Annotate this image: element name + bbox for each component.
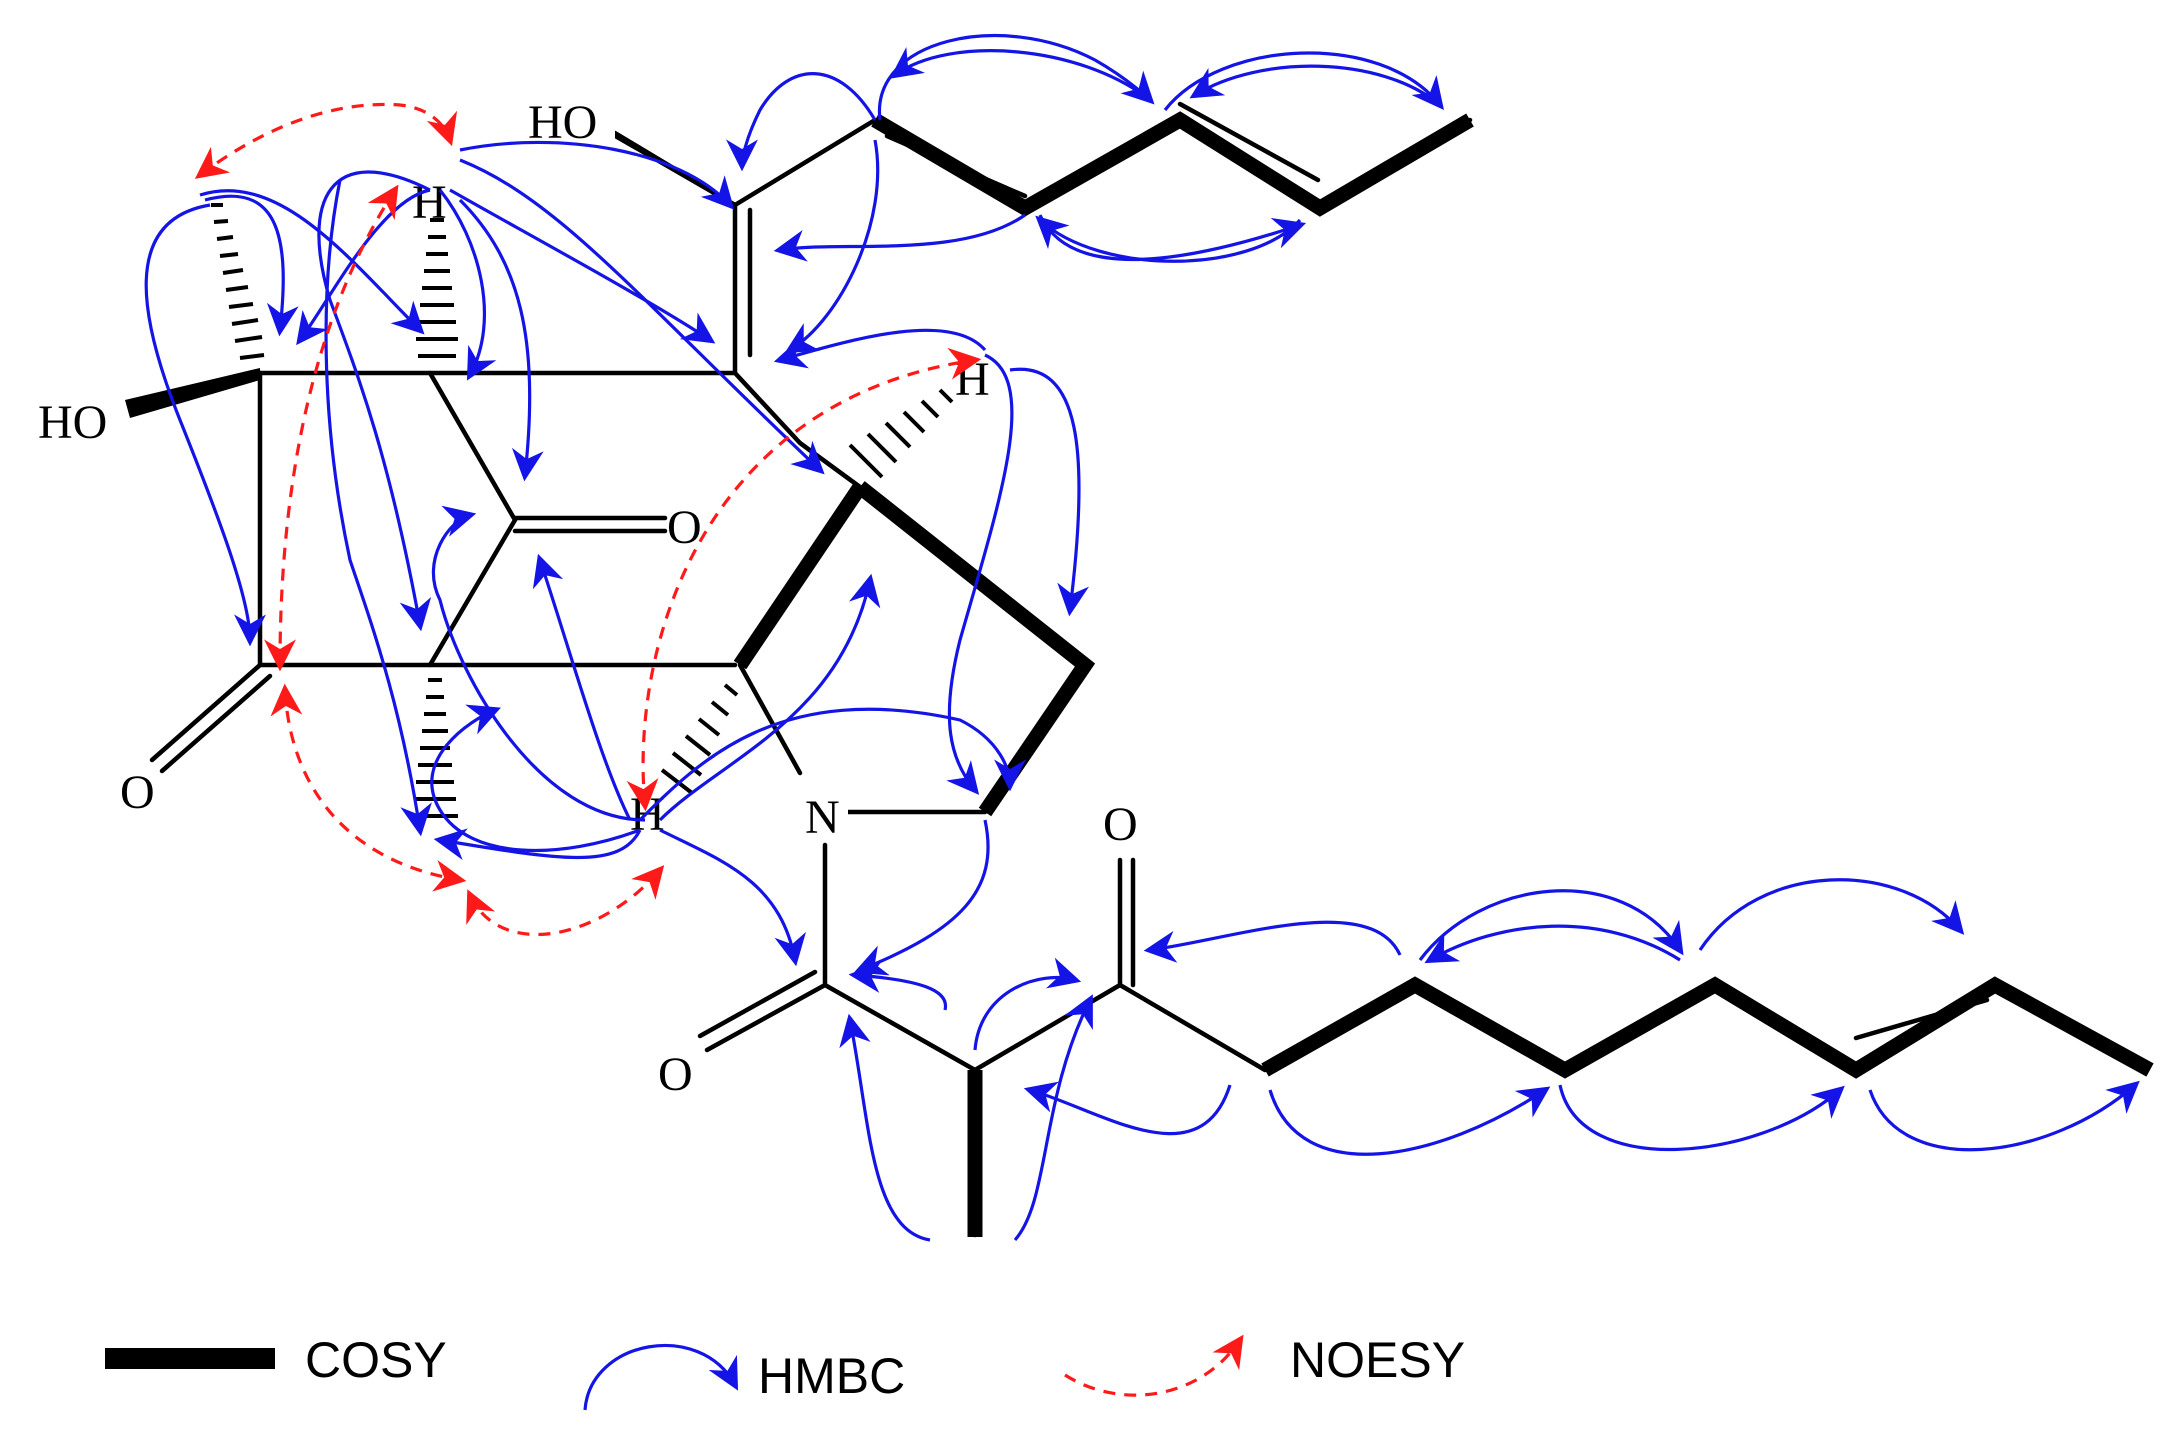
hmbc-legend-label: HMBC: [758, 1348, 905, 1404]
amide-oxygen-label: O: [658, 1048, 693, 1101]
legend: COSY HMBC NOESY: [105, 1332, 1465, 1411]
ketone-oxygen-right-label: O: [667, 501, 702, 554]
hydroxyl-left-label: HO: [38, 396, 107, 449]
cosy-legend-label: COSY: [305, 1332, 447, 1388]
nitrogen-label: N: [805, 791, 840, 844]
cosy-legend-swatch: [105, 1348, 275, 1369]
hydroxyl-top-label: HO: [528, 96, 597, 149]
noesy-correlations: [194, 102, 982, 937]
noesy-legend-label: NOESY: [1290, 1332, 1465, 1388]
acyl-oxygen-label: O: [1103, 798, 1138, 851]
skeleton-bonds: [125, 101, 1990, 1238]
ketone-oxygen-left-label: O: [120, 766, 155, 819]
noesy-legend-arrow: [1064, 1334, 1244, 1397]
hmbc-legend-arrow: [583, 1343, 739, 1411]
